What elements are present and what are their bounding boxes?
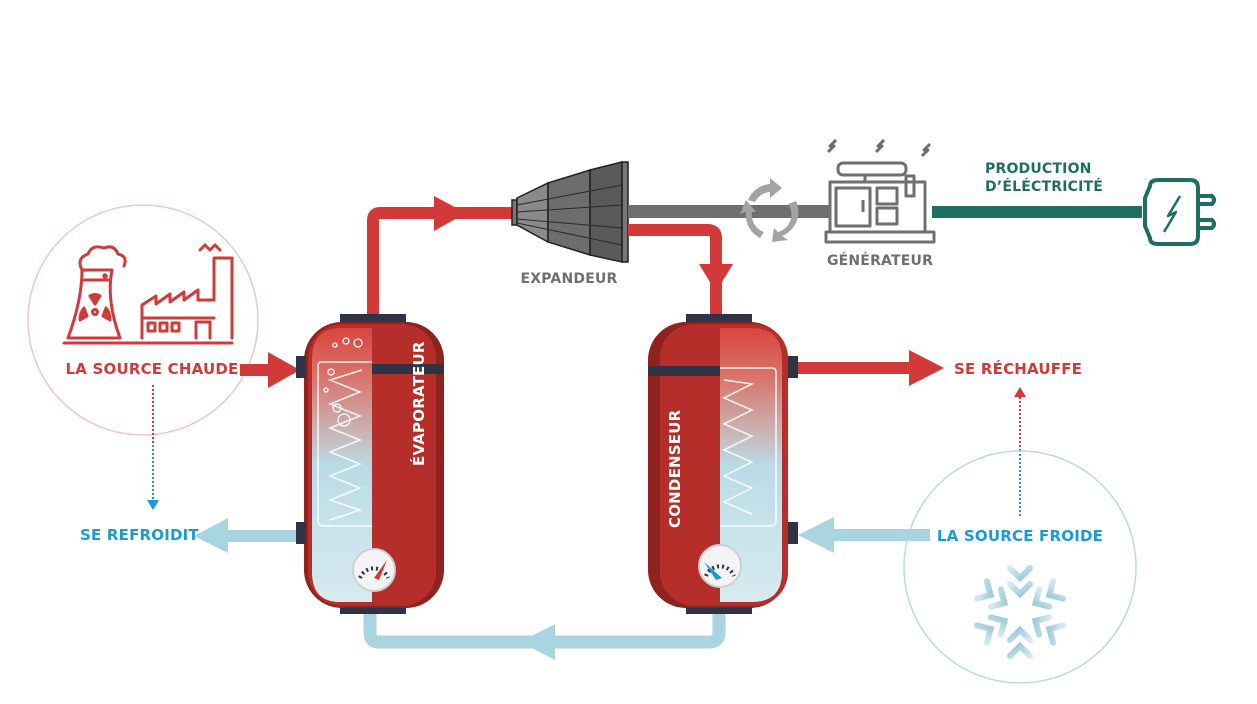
hot-input-arrow	[240, 352, 300, 388]
evaporator-gauge-icon	[352, 548, 396, 592]
electric-cable	[932, 206, 1142, 218]
hot-source-label: LA SOURCE CHAUDE	[66, 360, 239, 378]
snowflake-icon	[970, 557, 1070, 664]
factory-nuclear-plant-icon	[62, 243, 234, 345]
hot-source-group: LA SOURCE CHAUDE	[27, 204, 259, 436]
vapor-pipe	[367, 207, 515, 318]
cools-label: SE REFROIDIT	[80, 526, 199, 544]
evaporator-label: ÉVAPORATEUR	[409, 341, 428, 466]
condenser-gauge-icon	[698, 544, 742, 588]
electricity-label-line2: D’ÉLÉCTRICITÉ	[985, 178, 1103, 195]
generator-icon	[824, 138, 936, 244]
hot-output-arrow	[798, 350, 944, 386]
hot-source-circle	[27, 204, 259, 436]
rotation-icon	[740, 178, 799, 242]
electricity-label-line1: PRODUCTION	[985, 161, 1092, 177]
exhaust-pipe	[628, 224, 722, 318]
cold-source-label: LA SOURCE FROIDE	[937, 527, 1103, 545]
evaporator-tank	[296, 314, 444, 614]
cold-to-heat-dotted-line	[1014, 387, 1026, 518]
drive-shaft	[628, 205, 833, 218]
cold-output-arrow	[194, 518, 300, 553]
exhaust-flow-arrow	[699, 264, 733, 292]
expander-label: EXPANDEUR	[520, 271, 617, 287]
cold-source-group: LA SOURCE FROIDE	[903, 450, 1137, 684]
plug-icon	[1143, 178, 1216, 246]
condenser-tank	[648, 314, 798, 614]
return-flow-arrow	[520, 624, 555, 660]
generator-label: GÉNÉRATEUR	[827, 252, 933, 269]
cold-source-circle	[903, 450, 1137, 684]
heats-label: SE RÉCHAUFFE	[954, 359, 1082, 378]
condenser-label: CONDENSEUR	[666, 409, 684, 528]
vapor-flow-arrow	[434, 196, 466, 231]
hot-to-cool-dotted-line	[147, 385, 159, 510]
cold-input-arrow	[798, 517, 930, 553]
expander-turbine	[511, 161, 629, 263]
